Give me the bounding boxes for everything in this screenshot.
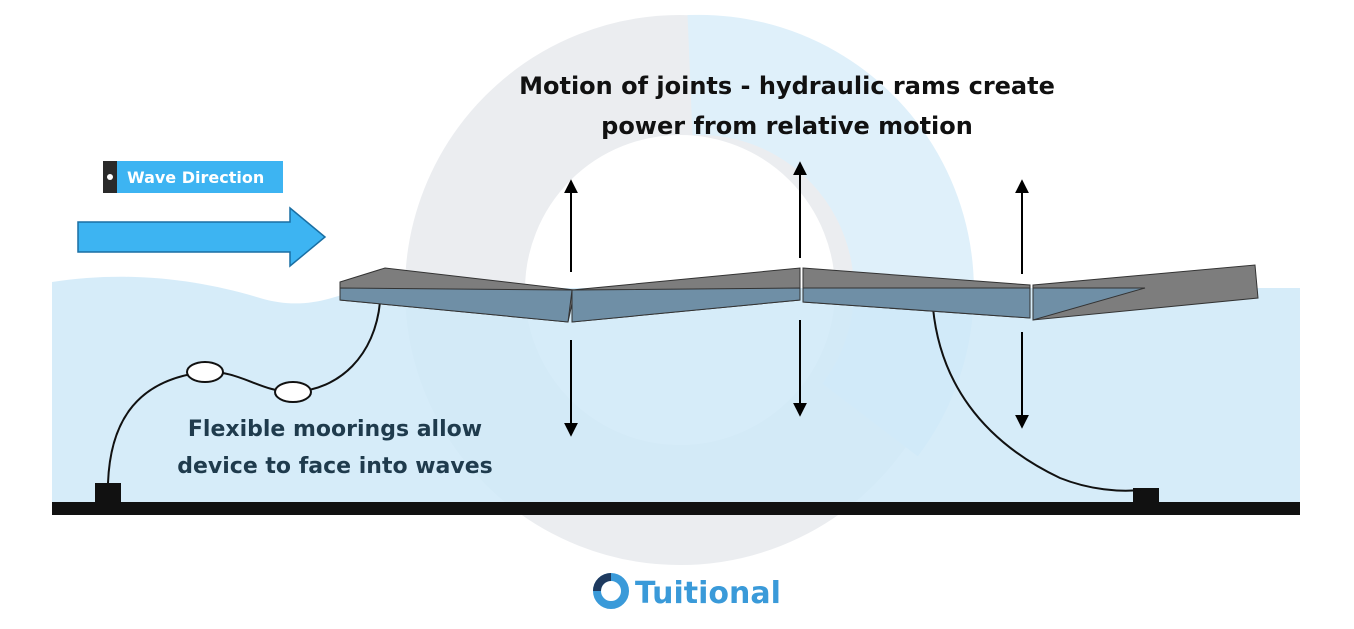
joints-label-line-2: power from relative motion (601, 112, 973, 140)
segment-4-submerged (1032, 287, 1146, 321)
brand-name: Tuitional (635, 576, 781, 611)
anchor-left (95, 483, 121, 505)
right-arrow-icon (77, 206, 327, 268)
wave-direction-tag: Wave Direction (103, 161, 283, 193)
water-body (52, 276, 1300, 506)
seabed (52, 502, 1300, 515)
joint-arrows (564, 161, 1029, 437)
brand-logo: Tuitional (593, 573, 781, 611)
mooring-float-1 (186, 361, 224, 383)
moorings-label-line-2: device to face into waves (177, 454, 493, 479)
wave-direction-label: Wave Direction (127, 168, 264, 187)
mooring-float-2 (274, 381, 312, 403)
joints-label-line-1: Motion of joints - hydraulic rams create (519, 72, 1055, 100)
wave-direction-tag-dot (107, 174, 113, 180)
segment-2-submerged (571, 287, 801, 323)
attenuator-device (339, 264, 1259, 323)
wave-direction-tag-box (103, 161, 283, 193)
mooring-line-right (932, 307, 1141, 492)
anchor-right (1133, 488, 1159, 506)
moorings-label-line-1: Flexible moorings allow (188, 417, 482, 442)
segment-3-submerged (802, 287, 1031, 319)
mooring-line-left (107, 301, 381, 484)
ring-logo-accent (593, 573, 612, 592)
segment-1-submerged (339, 287, 573, 323)
